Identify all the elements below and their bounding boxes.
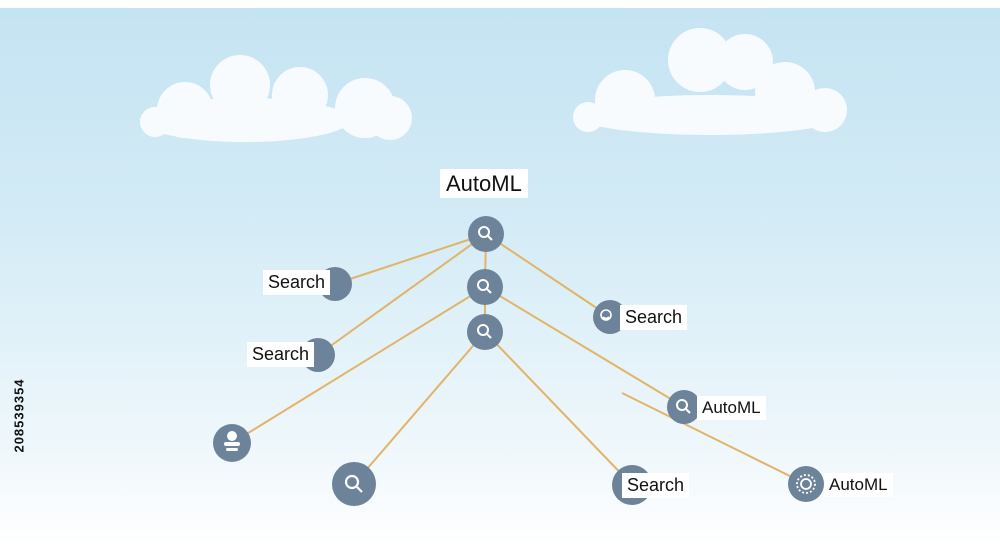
- diagram-title: AutoML: [440, 169, 528, 199]
- edge-mid-left-person: [231, 286, 486, 444]
- face-icon: [600, 309, 612, 321]
- node-right-upper: [593, 300, 627, 334]
- cloud-right: [573, 28, 847, 135]
- cloud-left: [140, 55, 412, 142]
- edge-hub-bottom-right: [484, 331, 633, 486]
- label-automl-right-lower: AutoML: [824, 473, 893, 497]
- label-automl-right-upper: AutoML: [697, 396, 766, 420]
- node-right-lower: [788, 466, 824, 502]
- stock-id: 208539354: [4, 300, 34, 530]
- gear-icon: [796, 474, 816, 494]
- search-icon: [344, 474, 363, 493]
- label-search-left-lower: Search: [247, 342, 315, 367]
- label-search-bottom: Search: [622, 473, 690, 498]
- node-bottom-left: [332, 462, 376, 506]
- search-icon: [477, 279, 492, 294]
- edge-root-left-upper: [334, 233, 487, 285]
- node-mid: [467, 269, 503, 305]
- search-icon: [477, 324, 492, 339]
- edge-root-left-lower: [317, 233, 487, 356]
- node-root: [468, 216, 504, 252]
- top-border: [0, 0, 1000, 8]
- node-left-person: [213, 424, 251, 462]
- node-right-mid: [667, 390, 701, 424]
- search-icon: [676, 399, 691, 414]
- edge-root-right-upper: [485, 233, 611, 318]
- label-search-right-upper: Search: [620, 305, 688, 330]
- label-search-left-upper: Search: [263, 270, 331, 295]
- search-icon: [478, 226, 493, 241]
- person-icon: [224, 431, 240, 451]
- node-hub: [467, 314, 503, 350]
- edge-hub-bottom-left: [353, 331, 486, 485]
- edge-right-lower: [621, 392, 807, 485]
- edge-group: [231, 233, 807, 486]
- edge-mid-right-mid: [484, 286, 685, 408]
- stock-id-text: 208539354: [11, 377, 27, 453]
